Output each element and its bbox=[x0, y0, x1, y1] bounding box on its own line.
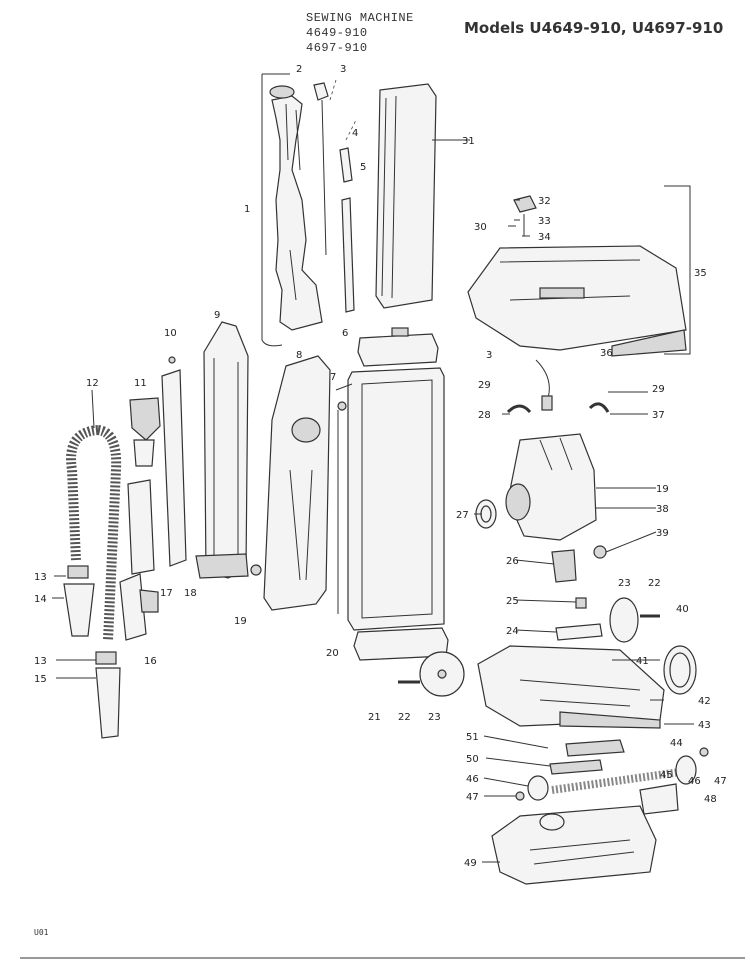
callout-42: 42 bbox=[698, 696, 711, 707]
part-12-hose bbox=[66, 389, 122, 641]
callout-15: 15 bbox=[34, 674, 47, 685]
header-sewing-machine: SEWING MACHINE bbox=[306, 11, 414, 25]
callout-28: 28 bbox=[478, 410, 491, 421]
callout-33: 33 bbox=[538, 216, 551, 227]
callout-13-bottom: 13 bbox=[34, 656, 47, 667]
callout-19-right: 19 bbox=[656, 484, 669, 495]
callout-11: 11 bbox=[134, 378, 147, 389]
part-8-back-housing bbox=[263, 355, 331, 611]
callout-29-right: 29 bbox=[652, 384, 665, 395]
callout-37: 37 bbox=[652, 410, 665, 421]
callout-21: 21 bbox=[368, 712, 381, 723]
callout-48: 48 bbox=[704, 794, 717, 805]
part-24-25-plate bbox=[555, 597, 603, 641]
callout-41: 41 bbox=[636, 656, 649, 667]
part-2-handle-cap bbox=[269, 85, 295, 99]
callout-5: 5 bbox=[360, 162, 366, 173]
part-19-20-small bbox=[250, 401, 347, 614]
callout-47-left: 47 bbox=[466, 792, 479, 803]
part-1-handle-tube bbox=[261, 73, 323, 347]
callout-14: 14 bbox=[34, 594, 47, 605]
callout-50: 50 bbox=[466, 754, 479, 765]
part-26-39-brackets bbox=[551, 545, 607, 583]
callout-49: 49 bbox=[464, 858, 477, 869]
callout-47-right: 47 bbox=[714, 776, 727, 787]
callout-12: 12 bbox=[86, 378, 99, 389]
part-4-5-switch bbox=[339, 119, 357, 313]
callout-22-left: 22 bbox=[398, 712, 411, 723]
part-28-37-clips bbox=[506, 359, 610, 414]
callout-6: 6 bbox=[342, 328, 348, 339]
callout-32: 32 bbox=[538, 196, 551, 207]
callout-39: 39 bbox=[656, 528, 669, 539]
part-6-top-cap bbox=[357, 327, 439, 367]
callout-16: 16 bbox=[144, 656, 157, 667]
callout-30: 30 bbox=[474, 222, 487, 233]
callout-13-top: 13 bbox=[34, 572, 47, 583]
callout-18: 18 bbox=[184, 588, 197, 599]
callout-22-right: 22 bbox=[648, 578, 661, 589]
callout-23-left: 23 bbox=[428, 712, 441, 723]
part-42-43-base bbox=[477, 645, 665, 729]
part-16-upholstery-tool bbox=[119, 573, 159, 641]
callout-46-left: 46 bbox=[466, 774, 479, 785]
part-27-ring bbox=[475, 499, 497, 529]
callout-3-mid: 3 bbox=[486, 350, 492, 361]
leader-lines bbox=[52, 139, 694, 863]
part-38-motor-housing bbox=[505, 433, 597, 541]
part-32-33-34-switch-knob bbox=[513, 195, 537, 236]
part-3-cord-hook bbox=[313, 79, 337, 256]
footer-code: U01 bbox=[34, 928, 49, 937]
callout-35: 35 bbox=[694, 268, 707, 279]
callout-24: 24 bbox=[506, 626, 519, 637]
part-9-bag-frame bbox=[195, 321, 249, 579]
header-model-1: 4649-910 bbox=[306, 26, 368, 40]
callout-45: 45 bbox=[660, 770, 673, 781]
part-40-belt bbox=[663, 645, 697, 695]
callout-43: 43 bbox=[698, 720, 711, 731]
part-49-bottom-plate bbox=[491, 805, 657, 885]
callout-10: 10 bbox=[164, 328, 177, 339]
callout-23-right: 23 bbox=[618, 578, 631, 589]
callout-17: 17 bbox=[160, 588, 173, 599]
callout-3-top: 3 bbox=[340, 64, 346, 75]
callout-4: 4 bbox=[352, 128, 358, 139]
callout-9: 9 bbox=[214, 310, 220, 321]
part-17-18-wands bbox=[127, 369, 187, 575]
callout-29-left: 29 bbox=[478, 380, 491, 391]
callout-25: 25 bbox=[506, 596, 519, 607]
callout-40: 40 bbox=[676, 604, 689, 615]
part-31-bag-cover bbox=[375, 83, 470, 309]
header-models-title: Models U4649-910, U4697-910 bbox=[464, 19, 724, 37]
callout-38: 38 bbox=[656, 504, 669, 515]
part-35-hood bbox=[467, 185, 691, 357]
callout-26: 26 bbox=[506, 556, 519, 567]
callout-19-left: 19 bbox=[234, 616, 247, 627]
callout-1: 1 bbox=[244, 204, 250, 215]
callout-8: 8 bbox=[296, 350, 302, 361]
callout-2: 2 bbox=[296, 64, 302, 75]
part-22-23-wheel bbox=[398, 651, 465, 697]
callout-27: 27 bbox=[456, 510, 469, 521]
callout-51: 51 bbox=[466, 732, 479, 743]
callout-31: 31 bbox=[462, 136, 475, 147]
callout-44: 44 bbox=[670, 738, 683, 749]
part-13-14-15-hose-ends bbox=[63, 565, 121, 739]
part-50-51-bracket bbox=[549, 759, 603, 775]
callout-7: 7 bbox=[330, 372, 336, 383]
callout-20: 20 bbox=[326, 648, 339, 659]
header-model-2: 4697-910 bbox=[306, 41, 368, 55]
part-7-bag-housing bbox=[335, 367, 445, 631]
part-10-screw bbox=[168, 356, 176, 364]
callout-46-right: 46 bbox=[688, 776, 701, 787]
part-23-wheel-right bbox=[609, 597, 660, 643]
callout-34: 34 bbox=[538, 232, 551, 243]
part-44-48-brushroll bbox=[515, 739, 709, 815]
callout-36: 36 bbox=[600, 348, 613, 359]
part-11-dusting-brush bbox=[129, 397, 161, 467]
